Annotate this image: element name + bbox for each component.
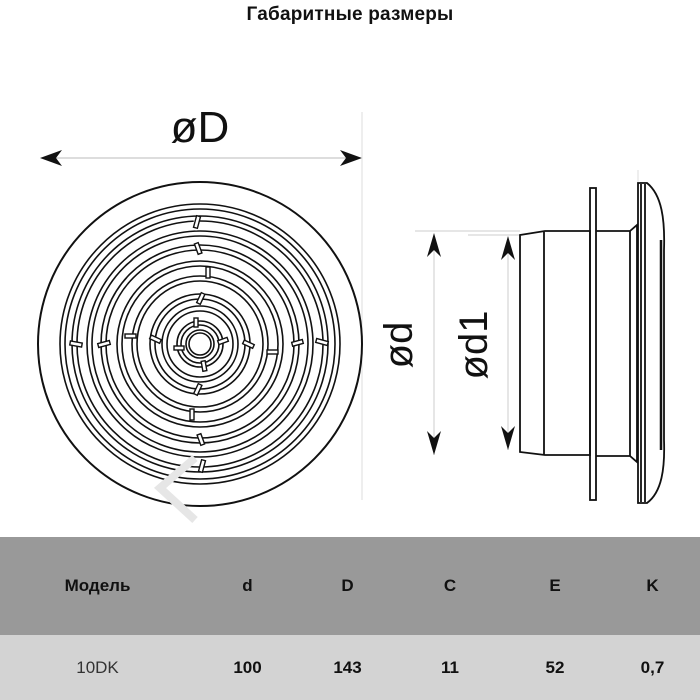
dimension-label-D: øD [171,103,230,152]
table-header-row: Модель d D C E K [0,537,700,635]
cell-K: 0,7 [605,635,700,700]
column-header-C: C [395,537,505,635]
page-title: Габаритные размеры [246,4,454,25]
arrow-left-icon [40,150,62,166]
table-row: 10DK 100 143 11 52 0,7 [0,635,700,700]
technical-drawing: øD [37,103,666,523]
side-view: ød ød1 [377,170,666,504]
dimensions-table: Модель d D C E K 10DK 100 143 11 52 0,7 [0,537,700,700]
column-header-d: d [195,537,300,635]
arrow-right-icon [340,150,362,166]
arrow-down-icon [427,431,441,455]
column-header-K: K [605,537,700,635]
arrow-up-icon [427,233,441,257]
cell-d: 100 [195,635,300,700]
dimension-label-d1: ød1 [452,311,496,380]
column-header-D: D [300,537,395,635]
dimension-label-d: ød [377,322,421,369]
front-view: øD [37,103,363,523]
column-header-E: E [505,537,605,635]
cell-E: 52 [505,635,605,700]
cell-D: 143 [300,635,395,700]
column-header-model: Модель [0,537,195,635]
arrow-down-icon [501,426,515,450]
cell-C: 11 [395,635,505,700]
arrow-up-icon [501,236,515,260]
cell-model: 10DK [0,635,195,700]
watermark-chevron-icon [153,454,198,523]
